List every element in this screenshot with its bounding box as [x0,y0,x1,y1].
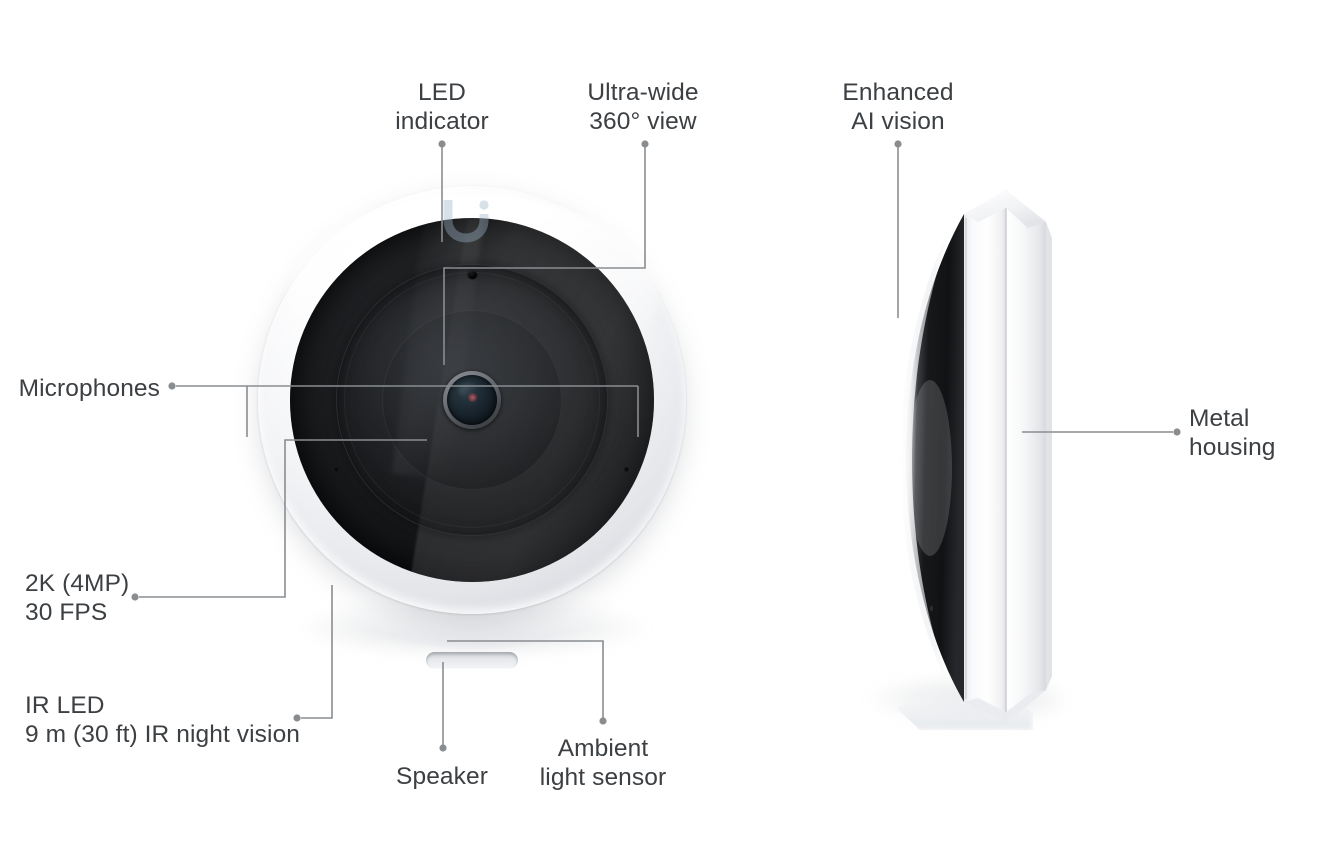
callout-microphones: Microphones [18,375,160,402]
side-microphone-hole [930,606,933,611]
lens-flare-glint [468,393,477,402]
side-glass-internal-reflection [908,380,952,556]
callout-led-indicator: LED indicator [395,79,489,135]
side-glass-edge-highlight [900,212,958,704]
led-indicator-hole [468,270,477,279]
speaker-grille [426,652,518,669]
side-housing-top-chamfer [964,190,1046,228]
fisheye-lens [443,371,501,429]
side-housing-left-facet [964,190,1006,723]
callout-enhanced-ai-vision: Enhanced AI vision [842,79,954,135]
camera-front-view [258,186,686,672]
side-housing-right-facet [1006,190,1046,723]
side-housing-right-edge [1046,222,1052,690]
ubiquiti-logo-icon [443,200,489,243]
callout-metal-housing: Metal housing [1189,405,1276,461]
side-housing-bottom-chamfer [964,690,1046,723]
camera-side-view [860,178,1060,738]
left-microphone-hole [334,467,339,472]
callout-ir-led: IR LED 9 m (30 ft) IR night vision [25,692,301,748]
black-glass-dome [290,218,654,582]
lens-optical-element [447,375,497,425]
callout-resolution-framerate: 2K (4MP) 30 FPS [25,570,130,626]
callout-ambient-light-sensor: Ambient light sensor [539,735,667,791]
leader-speaker [439,662,447,752]
camera-side-profile [900,190,1052,723]
callout-ultra-wide-view: Ultra-wide 360° view [587,79,699,135]
right-microphone-hole [624,467,629,472]
callout-speaker: Speaker [396,763,488,790]
